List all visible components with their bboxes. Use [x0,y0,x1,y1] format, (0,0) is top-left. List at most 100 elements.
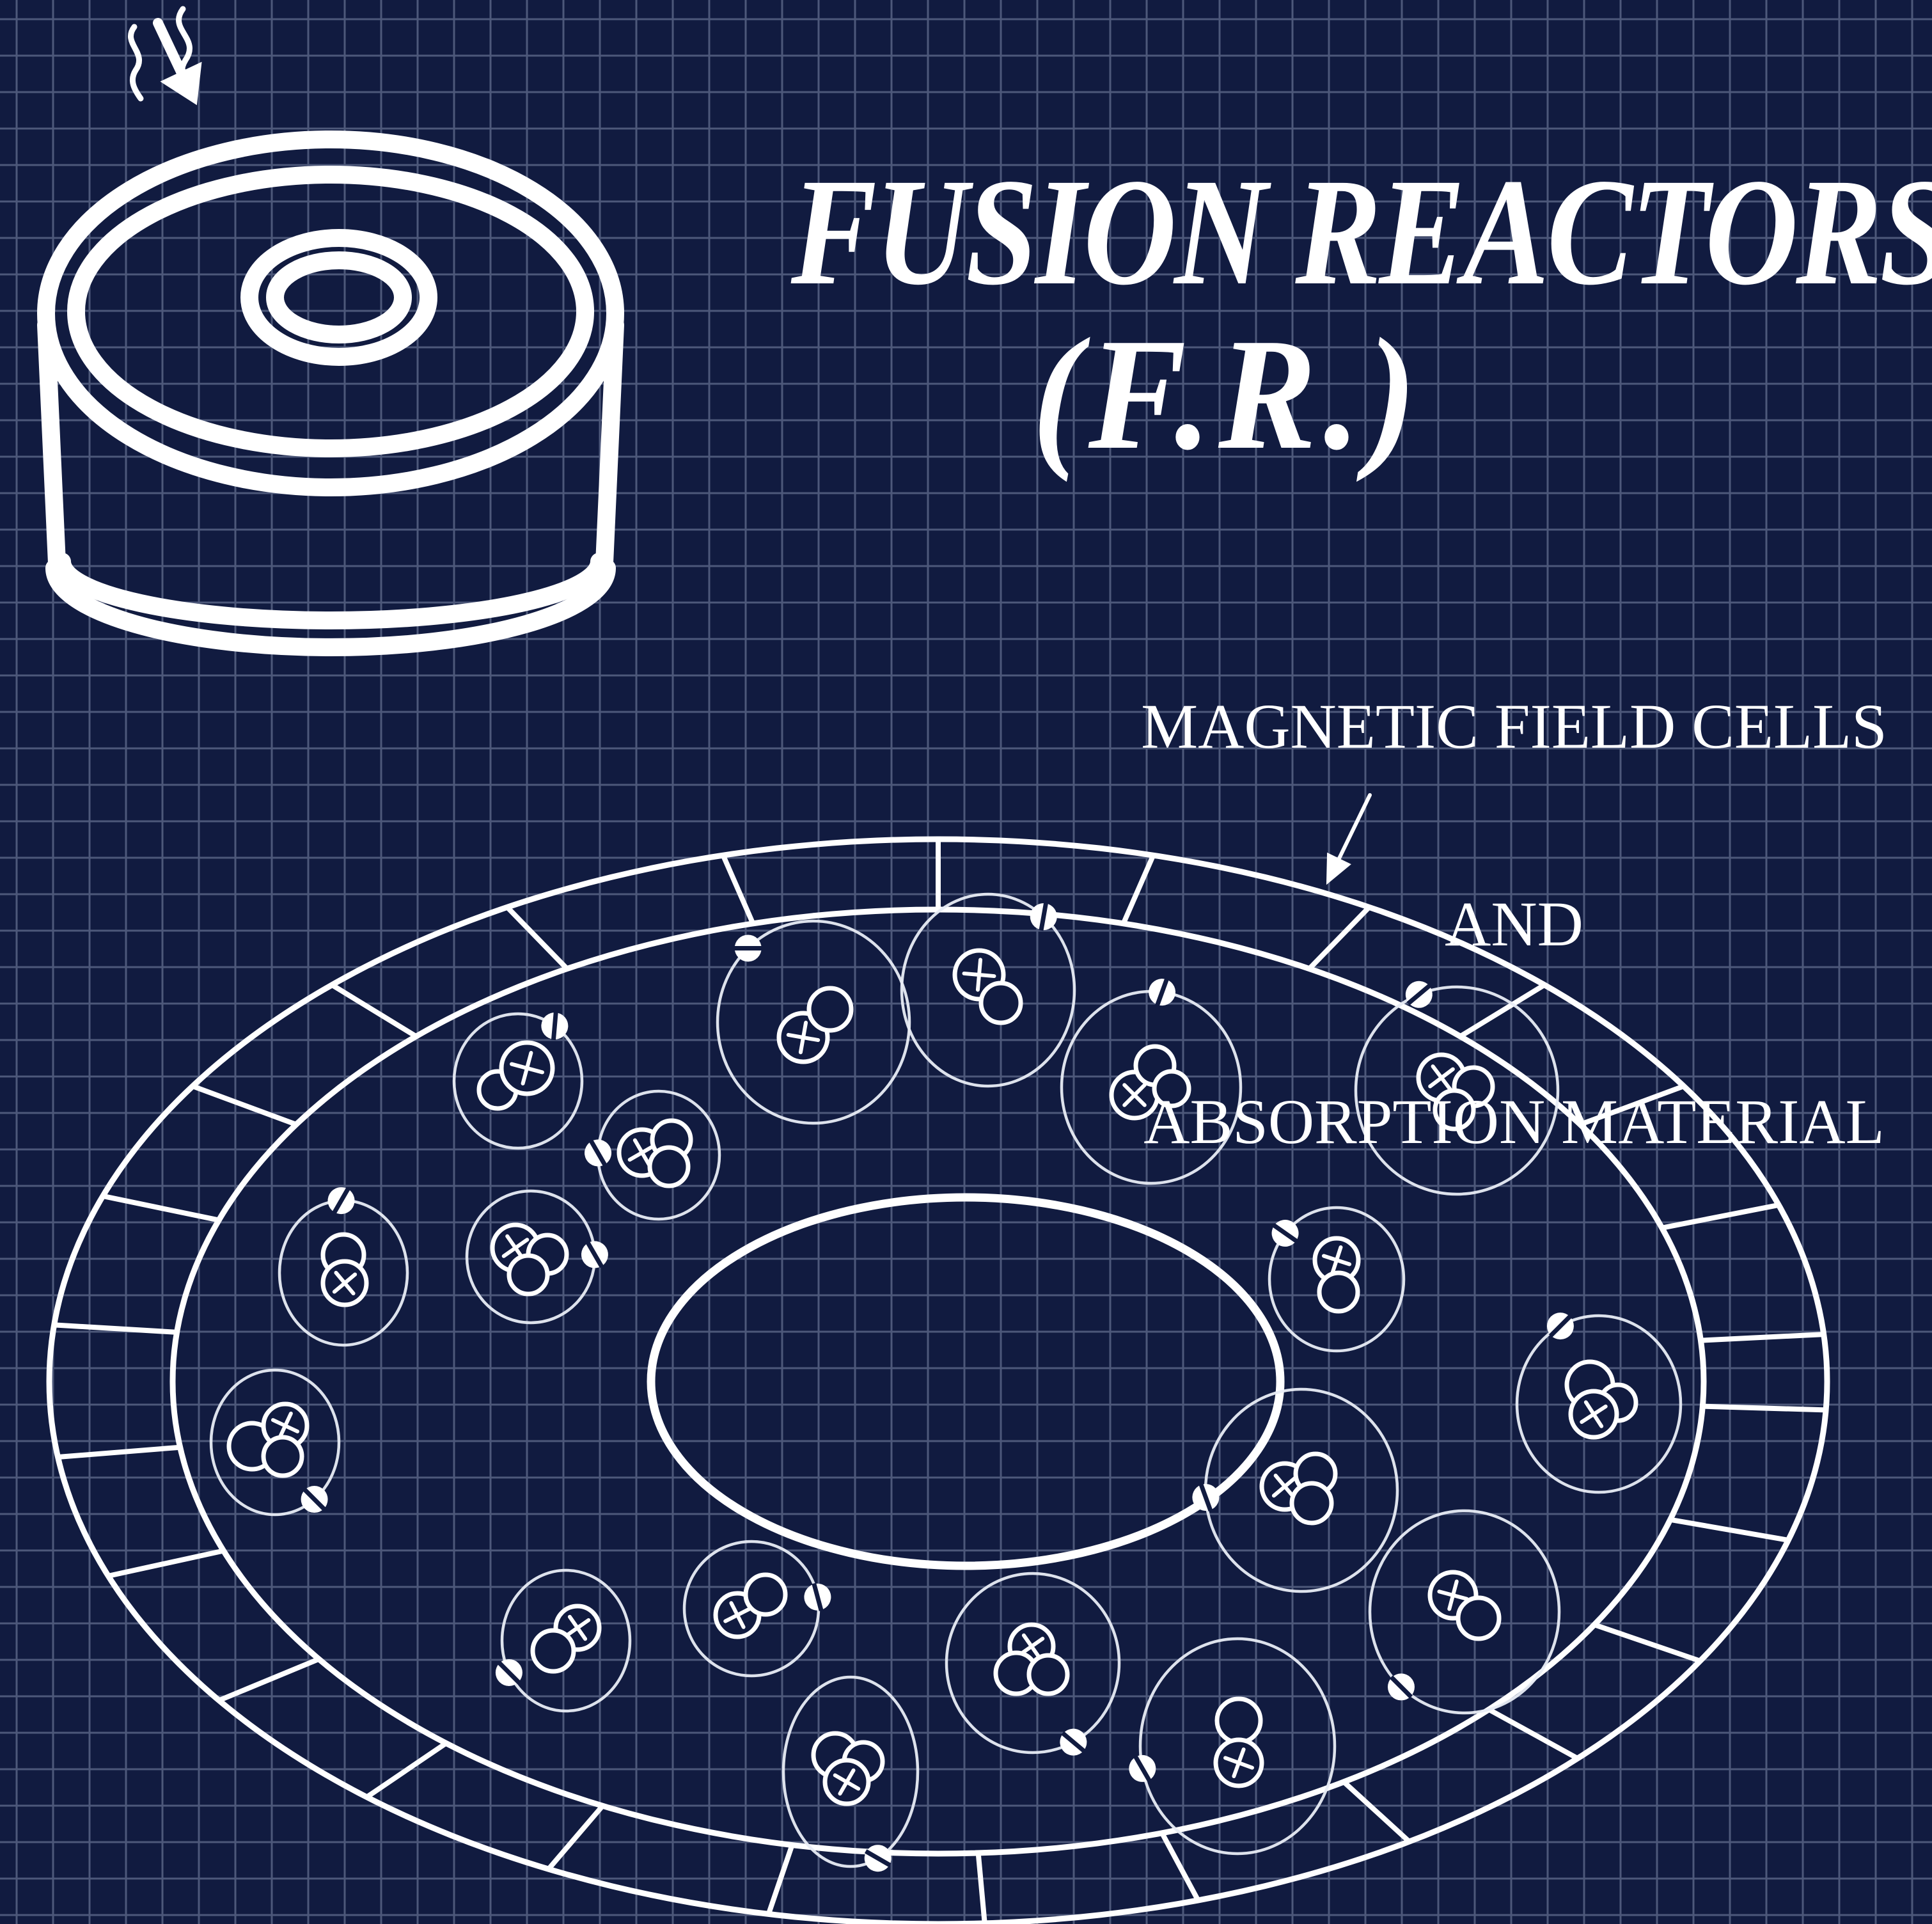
symbol-stroke [521,1051,533,1085]
cross-charge-symbol [564,1614,591,1641]
plasma-atoms [209,892,1683,1872]
plus-charge-symbol [1437,1579,1469,1611]
symbol-stroke [1447,1579,1459,1611]
arrow-shaft [153,18,186,77]
electron-orbit [1138,1637,1337,1856]
magnetic-cell-divider [721,854,756,925]
nucleon [1456,1595,1502,1641]
electron-slash [1272,1223,1298,1243]
cylinder-bottom-outer-rim [45,559,616,656]
nucleon [1214,1696,1263,1745]
electron-icon [1030,902,1057,931]
electron-slash [585,1241,604,1268]
electron-icon [495,1659,522,1686]
plasma-atom [1192,1387,1399,1593]
symbol-stroke [564,1618,591,1638]
plasma-atom [1129,1637,1337,1856]
label-line-1: MAGNETIC FIELD CELLS [1141,691,1887,762]
electron-slash [1155,978,1169,1006]
electron-slash [1133,1755,1152,1782]
symbol-stroke [1271,1475,1298,1498]
magnetic-cell-divider [107,1548,224,1579]
electron-orbit [1268,1206,1406,1353]
electron-icon [1387,1673,1415,1701]
magnetic-cell-divider [1661,1202,1780,1231]
magnetic-cell-divider [54,1322,177,1335]
cross-charge-symbol [332,1270,357,1296]
plasma-atom [585,1089,721,1221]
nucleon [1152,1069,1191,1108]
cylinder-bottom-inner-rim [53,553,608,629]
nucleon [261,1435,304,1478]
symbol-stroke [627,1143,657,1162]
cross-charge-symbol [1122,1083,1147,1107]
electron-slash [812,1582,824,1611]
electron-slash [302,1488,326,1511]
cylinder-hole-inner [266,251,412,343]
toroidal-chamber-icon [37,130,624,656]
nucleon [806,986,854,1033]
magnetic-cell-divider [1702,1403,1826,1413]
nucleon [743,1572,788,1617]
electron-slash [332,1187,350,1214]
plasma-atom [1515,1313,1683,1494]
cross-charge-symbol [627,1138,657,1167]
cross-charge-symbol [1271,1473,1298,1500]
electron-orbit [500,1568,632,1713]
arrow-head [160,61,202,106]
magnetic-cell-divider [975,1852,987,1924]
magnetic-cell-divider [330,982,418,1039]
electron-slash [497,1660,521,1684]
magnetic-cell-divider [1593,1622,1701,1664]
electron-slash [1406,983,1431,1005]
electron-slash [1198,1483,1213,1511]
magnetic-cell-divider [766,1844,795,1915]
electron-icon [1149,978,1176,1006]
electron-orbit [209,1368,341,1517]
electron-icon [734,934,762,962]
cylinder-right-side [595,316,624,586]
magnetic-cell-divider [1488,1707,1579,1761]
plus-charge-symbol [510,1051,544,1085]
symbol-stroke [1580,1404,1608,1424]
plasma-atom [945,1572,1121,1756]
magnetic-cell-divider [1700,1332,1824,1343]
cross-charge-symbol [723,1601,751,1629]
cross-charge-symbol [1580,1400,1608,1428]
electron-icon [585,1139,612,1167]
electron-icon [1060,1728,1087,1756]
electron-icon [804,1582,831,1611]
nucleon [978,981,1023,1025]
electron-icon [581,1241,608,1268]
magnetic-cell-divider [1342,1779,1411,1844]
electron-icon [301,1486,328,1513]
magnetic-cell-divider [58,1444,180,1460]
plasma-atom [209,1368,341,1517]
label-line-3: ABSORPTION MATERIAL [1143,1086,1885,1157]
electron-orbit [1354,985,1560,1196]
plasma-atom [278,1187,409,1347]
label-pointer-arrow-icon [1326,793,1372,885]
magnetic-cell-divider [1579,1084,1685,1127]
electron-slash [1039,902,1049,931]
magnetic-cell-divider [1307,905,1371,971]
nucleon [1433,1088,1476,1132]
symbol-stroke [501,1238,530,1258]
cross-charge-symbol [1018,1633,1045,1660]
electron-slash [1061,1731,1086,1753]
plasma-atom [495,1568,632,1713]
plasma-atom [1368,1509,1561,1715]
electron-icon [1271,1220,1299,1247]
electron-slash [1548,1314,1572,1338]
symbol-stroke [1428,1067,1455,1089]
label-line-2: AND [1445,888,1583,959]
electron-orbit [1368,1509,1561,1715]
plasma-atom [716,919,911,1125]
plus-charge-symbol [962,958,996,992]
symbol-stroke [838,1768,856,1796]
magnetic-cell-divider [191,1084,297,1127]
magnetic-field-cells-label: MAGNETIC FIELD CELLS AND ABSORPTION MATE… [1106,562,1922,1286]
plasma-atom [1354,981,1560,1196]
electron-slash [551,1011,558,1041]
cylinder-hole-outer [240,229,437,366]
